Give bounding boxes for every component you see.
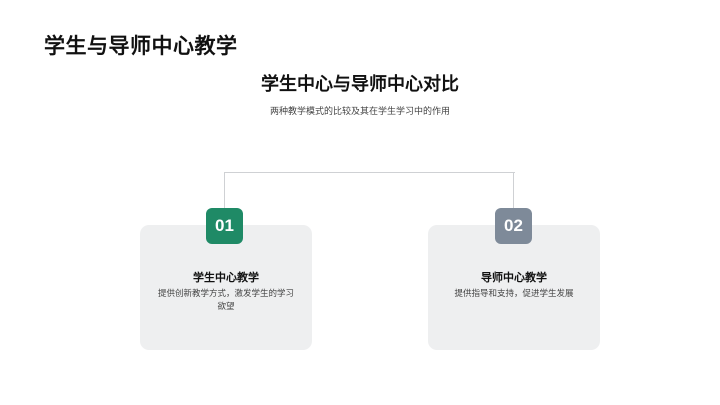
number-badge-02: 02	[495, 208, 532, 244]
card-title: 学生中心教学	[193, 271, 259, 284]
card-description: 提供指导和支持，促进学生发展	[454, 289, 574, 299]
card-description: 提供创新教学方式，激发学生的学习欲望	[157, 289, 294, 312]
card-tutor-centered: 导师中心教学 提供指导和支持，促进学生发展	[428, 225, 600, 350]
connector-line-right	[513, 172, 514, 210]
number-badge-01: 01	[206, 208, 243, 244]
page-title: 学生与导师中心教学	[44, 34, 238, 58]
card-student-centered: 学生中心教学 提供创新教学方式，激发学生的学习欲望	[140, 225, 312, 350]
connector-line-horizontal	[225, 172, 515, 173]
section-subtitle: 两种教学模式的比较及其在学生学习中的作用	[269, 107, 450, 117]
card-title: 导师中心教学	[481, 271, 547, 284]
section-title: 学生中心与导师中心对比	[261, 74, 459, 95]
connector-line-left	[224, 172, 225, 210]
